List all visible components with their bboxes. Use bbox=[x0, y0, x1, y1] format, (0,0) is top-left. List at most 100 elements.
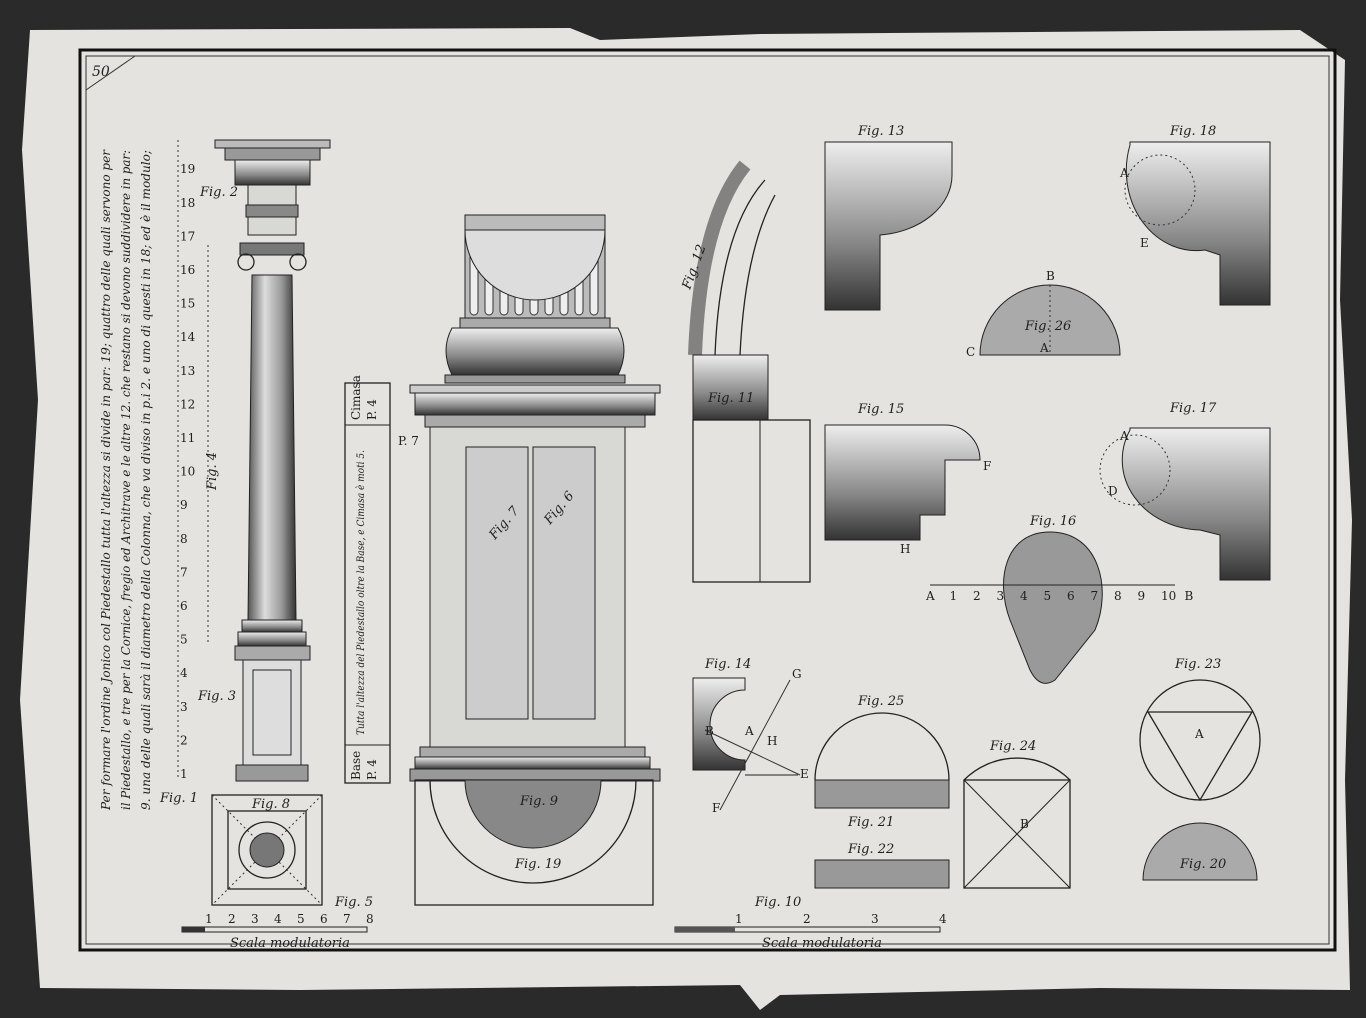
fig-label: Fig. 18 bbox=[1169, 124, 1216, 139]
fig-label: Fig. 13 bbox=[857, 124, 904, 139]
square-construction-fig24: Fig. 24 B bbox=[963, 739, 1071, 889]
scale-tick-label: 3 bbox=[180, 700, 188, 714]
fig-label: Fig. 8 bbox=[251, 797, 290, 812]
scale-tick-label: 6 bbox=[180, 599, 188, 613]
fig-label: Fig. 14 bbox=[704, 657, 751, 672]
fluted-half-plan-fig26: Fig. 26 B A C bbox=[966, 269, 1121, 359]
axis-tick-label: 5 bbox=[1044, 589, 1052, 603]
scale-tick-label: 15 bbox=[180, 297, 195, 311]
point-label: A bbox=[1119, 429, 1129, 443]
pedestal-elevation: Cimasa P. 4 Tutta l'altezza del Piedesta… bbox=[344, 214, 661, 784]
scale-tick-label: 12 bbox=[180, 397, 195, 411]
point-label: C bbox=[966, 345, 975, 359]
fig-label: Fig. 20 bbox=[1179, 857, 1226, 872]
triangle-construction-fig23-fig20: Fig. 23 A Fig. 20 bbox=[1139, 657, 1261, 881]
scale-tick-label: 4 bbox=[939, 912, 947, 926]
point-label: H bbox=[767, 734, 777, 748]
scale-tick-label: 8 bbox=[180, 532, 188, 546]
scale-tick-label: 9 bbox=[180, 498, 188, 512]
axis-tick-label: 7 bbox=[1091, 589, 1099, 603]
scale-tick-label: 7 bbox=[180, 565, 188, 579]
p4-label: P. 4 bbox=[365, 759, 379, 780]
axis-tick-label: 2 bbox=[973, 589, 981, 603]
point-label: H bbox=[900, 542, 910, 556]
point-label: G bbox=[792, 667, 802, 681]
p4-label: P. 4 bbox=[365, 399, 379, 420]
scale-tick-label: 2 bbox=[228, 912, 236, 926]
column-plan-fig8: Fig. 8 bbox=[211, 794, 323, 906]
scale-bar-fig10: Fig. 10 Scala modulatoria 1 2 3 4 bbox=[674, 895, 947, 951]
axis-tick-label: 10 bbox=[1161, 589, 1176, 603]
scale-tick-label: 5 bbox=[297, 912, 305, 926]
axis-tick-label: B bbox=[1185, 589, 1194, 603]
scale-tick-label: 2 bbox=[803, 912, 811, 926]
fig-label: Fig. 15 bbox=[857, 402, 904, 417]
point-label: B bbox=[1020, 817, 1029, 831]
scale-tick-label: 8 bbox=[366, 912, 374, 926]
point-label: A bbox=[744, 724, 754, 738]
scale-tick-label: 14 bbox=[180, 330, 196, 344]
fig-label: Fig. 2 bbox=[199, 185, 238, 200]
fig-label: Fig. 11 bbox=[707, 391, 754, 406]
axis-tick-label: 4 bbox=[1020, 589, 1028, 603]
fig-label: Fig. 10 bbox=[754, 895, 801, 910]
profiles-fig25-fig21-fig22: Fig. 25 Fig. 21 Fig. 22 bbox=[814, 694, 950, 889]
scale-tick-label: 3 bbox=[251, 912, 259, 926]
fig-label: Fig. 3 bbox=[197, 689, 236, 704]
scale-tick-label: 5 bbox=[180, 633, 188, 647]
point-label: A bbox=[1194, 727, 1204, 741]
scale-tick-label: 6 bbox=[320, 912, 328, 926]
corner-diagonal bbox=[85, 55, 136, 91]
fig-label: Fig. 21 bbox=[847, 815, 894, 830]
molding-fig13: Fig. 13 bbox=[824, 124, 953, 311]
fig-label: Fig. 25 bbox=[857, 694, 904, 709]
point-label: A bbox=[1119, 166, 1129, 180]
inscription: Per formare l'ordine Jonico col Piedesta… bbox=[98, 149, 153, 811]
molding-fig15: Fig. 15 F H bbox=[824, 402, 991, 556]
scale-tick-label: 1 bbox=[735, 912, 743, 926]
scale-tick-label: 13 bbox=[180, 364, 195, 378]
point-label: E bbox=[800, 767, 809, 781]
scale-tick-label: 3 bbox=[871, 912, 879, 926]
scale-tick-label: 4 bbox=[180, 666, 188, 680]
scale-tick-label: 4 bbox=[274, 912, 282, 926]
scale-tick-label: 11 bbox=[180, 431, 195, 445]
fig-label: Fig. 19 bbox=[514, 857, 561, 872]
archivolt-fig11-fig12: Fig. 12 Fig. 11 bbox=[679, 160, 811, 583]
fig-label: Fig. 17 bbox=[1169, 401, 1217, 416]
molding-fig18: Fig. 18 A E bbox=[1119, 124, 1271, 306]
axis-tick-label: 1 bbox=[950, 589, 958, 603]
axis-tick-label: 3 bbox=[997, 589, 1005, 603]
scale-tick-label: 1 bbox=[180, 767, 188, 781]
scale-label: Scala modulatoria bbox=[230, 936, 350, 951]
point-label: A bbox=[1039, 341, 1049, 355]
axis-tick-label: A bbox=[925, 589, 935, 603]
point-label: E bbox=[1140, 236, 1149, 250]
scale-label: Scala modulatoria bbox=[762, 936, 882, 951]
fig-label: Fig. 23 bbox=[1174, 657, 1221, 672]
inner-border bbox=[85, 55, 1330, 945]
point-label: F bbox=[983, 459, 991, 473]
cimasa-label: Cimasa bbox=[349, 375, 363, 420]
inscription-line: 9. una delle quali sarà il diametro dell… bbox=[138, 150, 153, 810]
point-label: B bbox=[705, 724, 714, 738]
fig-label: Fig. 9 bbox=[519, 794, 558, 809]
fig-label: Fig. 5 bbox=[334, 895, 373, 910]
axis-tick-label: 9 bbox=[1138, 589, 1146, 603]
dado-note: Tutta l'altezza del Piedestallo oltre la… bbox=[355, 450, 367, 735]
point-label: B bbox=[1046, 269, 1055, 283]
scale-tick-label: 18 bbox=[180, 196, 195, 210]
inscription-line: Per formare l'ordine Jonico col Piedesta… bbox=[98, 149, 113, 811]
scale-tick-label: 7 bbox=[343, 912, 351, 926]
page-number: 50 bbox=[92, 64, 110, 80]
base-plan-fig9-fig19: Fig. 9 Fig. 19 bbox=[414, 779, 654, 906]
molding-construction-fig14: Fig. 14 B A H E G F bbox=[692, 657, 809, 815]
inscription-line: il Piedestallo, e tre per la Cornice, fr… bbox=[118, 150, 133, 810]
paper-sheet bbox=[20, 28, 1352, 1010]
scale-tick-label: 2 bbox=[180, 733, 188, 747]
p7-label: P. 7 bbox=[398, 434, 419, 448]
